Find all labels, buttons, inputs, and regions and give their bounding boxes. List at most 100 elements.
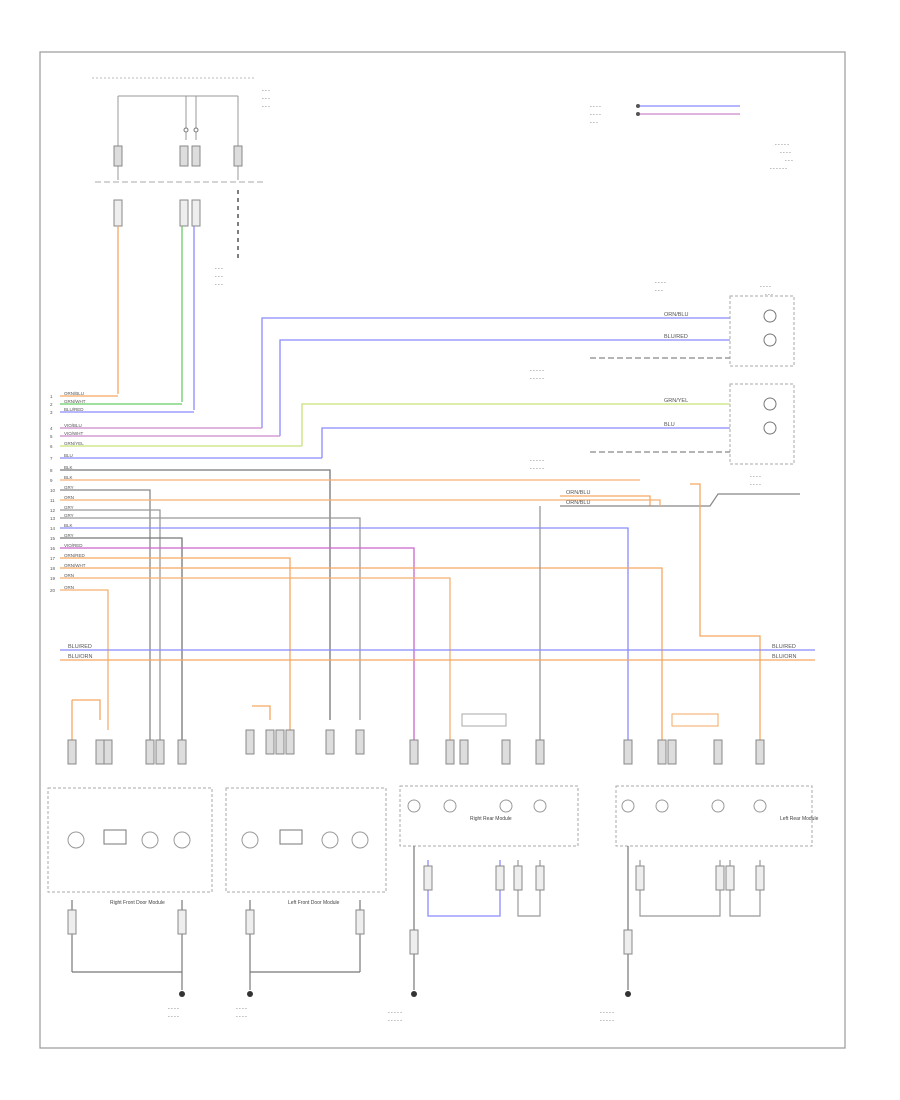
diagram-border xyxy=(39,51,846,1049)
harness-labels: 1 ORN/BLU 2 GRN/WHT 3 BLU/RED 4 VIO/BLU 5 VIO/WHT… xyxy=(50,391,86,593)
harness-pin-number: 18 xyxy=(50,566,56,571)
svg-text:- - -: - - - xyxy=(262,88,270,94)
svg-text:- - - - -: - - - - - xyxy=(388,1010,402,1016)
harness-pin-number: 14 xyxy=(50,526,56,531)
svg-text:- - - - -: - - - - - xyxy=(530,376,544,382)
svg-text:- - - - -: - - - - - xyxy=(388,1018,402,1024)
harness-wire-code: GRY xyxy=(64,513,74,518)
harness-wire-code: BLU/RED xyxy=(64,407,84,412)
module-left-front-label: Left Front Door Module xyxy=(288,900,340,906)
harness-wire-code: ORN/RED xyxy=(64,553,86,558)
svg-text:- - -: - - - xyxy=(215,274,223,280)
harness-wire-code: ORN xyxy=(64,585,74,590)
svg-text:- - - -: - - - - xyxy=(750,474,761,480)
module-right-rear-label: Right Rear Module xyxy=(470,816,512,822)
svg-text:- - - - - -: - - - - - - xyxy=(770,166,787,172)
ground-labels: - - - - - - - - - - - - - - - - - - - - … xyxy=(168,1006,614,1024)
harness-wire-code: GRY xyxy=(64,533,74,538)
svg-text:- - - -: - - - - xyxy=(760,284,771,290)
right-wire-label-4: GRN/YEL xyxy=(664,398,688,404)
harness-pin-number: 10 xyxy=(50,488,56,493)
svg-text:- - - - -: - - - - - xyxy=(775,142,789,148)
bus-labels: BLU/RED BLU/ORN BLU/RED BLU/ORN xyxy=(68,644,796,660)
svg-text:- - - -: - - - - xyxy=(168,1006,179,1012)
right-connector-block: - - - - - - - - - - - - - - - - - - - - … xyxy=(530,280,795,488)
right-wire-label-1: ORN/BLU xyxy=(664,312,688,318)
svg-text:- - - - -: - - - - - xyxy=(530,368,544,374)
harness-pin-number: 3 xyxy=(50,410,53,415)
bus-label-2: BLU/ORN xyxy=(68,654,92,660)
harness-wire-code: VIO/WHT xyxy=(64,431,83,436)
svg-text:- - - -: - - - - xyxy=(590,104,601,110)
harness-pin-number: 15 xyxy=(50,536,56,541)
harness-pin-number: 1 xyxy=(50,394,53,399)
svg-text:- - - -: - - - - xyxy=(750,482,761,488)
harness-wire-code: VIO/BLU xyxy=(64,423,82,428)
svg-text:- - - -: - - - - xyxy=(590,112,601,118)
module-right-front-label: Right Front Door Module xyxy=(110,900,165,906)
right-side-wires xyxy=(261,317,800,507)
top-fuse-block: - - - - - - - - - - - - - - - - - - xyxy=(92,77,270,288)
legend: - - - - - - - - - - - - - - - - - - - - … xyxy=(590,104,793,172)
harness-wire-code: ORN/WHT xyxy=(64,563,86,568)
svg-text:- - - -: - - - - xyxy=(236,1006,247,1012)
svg-text:- - - -: - - - - xyxy=(168,1014,179,1020)
harness-wire-code: GRY xyxy=(64,505,74,510)
svg-text:- - - -: - - - - xyxy=(236,1014,247,1020)
svg-text:- - - - -: - - - - - xyxy=(600,1018,614,1024)
harness-pin-number: 5 xyxy=(50,434,53,439)
svg-text:- - - - -: - - - - - xyxy=(530,458,544,464)
svg-text:- - -: - - - xyxy=(765,292,773,298)
harness-wire-code: BLU xyxy=(64,453,73,458)
svg-text:- - -: - - - xyxy=(262,104,270,110)
harness-pin-number: 12 xyxy=(50,508,56,513)
harness-wire-code: BLK xyxy=(64,465,73,470)
right-wire-label-8: ORN/BLU xyxy=(566,500,590,506)
harness-pin-number: 19 xyxy=(50,576,56,581)
right-wire-labels: ORN/BLU BLU/RED GRN/YEL BLU ORN/BLU ORN/… xyxy=(566,312,688,506)
harness-pin-number: 20 xyxy=(50,588,56,593)
right-wire-label-5: BLU xyxy=(664,422,675,428)
harness-wire-code: ORN xyxy=(64,495,74,500)
right-wire-label-7: ORN/BLU xyxy=(566,490,590,496)
harness-pin-number: 6 xyxy=(50,444,53,449)
harness-pin-number: 17 xyxy=(50,556,56,561)
harness-pin-number: 11 xyxy=(50,498,55,503)
harness-wire-code: GRN/WHT xyxy=(64,399,86,404)
harness-pin-number: 8 xyxy=(50,468,53,473)
svg-text:- - - -: - - - - xyxy=(655,280,666,286)
harness-bundle xyxy=(60,226,815,760)
svg-text:- - - - -: - - - - - xyxy=(530,466,544,472)
harness-wire-code: ORN xyxy=(64,573,74,578)
harness-pin-number: 4 xyxy=(50,426,53,431)
harness-wire-code: BLK xyxy=(64,475,73,480)
svg-text:- - - - -: - - - - - xyxy=(600,1010,614,1016)
right-wire-label-2: BLU/RED xyxy=(664,334,688,340)
harness-pin-number: 2 xyxy=(50,402,53,407)
svg-text:- - -: - - - xyxy=(655,288,663,294)
svg-text:- - -: - - - xyxy=(215,266,223,272)
harness-pin-number: 9 xyxy=(50,478,53,483)
svg-text:- - -: - - - xyxy=(785,158,793,164)
svg-text:- - -: - - - xyxy=(590,120,598,126)
svg-text:- - -: - - - xyxy=(215,282,223,288)
harness-wire-code: GRN/YEL xyxy=(64,441,84,446)
harness-wire-code: VIO/RED xyxy=(64,543,83,548)
module-left-front: Left Front Door Module xyxy=(225,705,387,997)
module-left-rear-label: Left Rear Module xyxy=(780,816,819,822)
harness-pin-number: 7 xyxy=(50,456,53,461)
bus-label-right-1: BLU/RED xyxy=(772,644,796,650)
bus-label-right-2: BLU/ORN xyxy=(772,654,796,660)
harness-wire-code: ORN/BLU xyxy=(64,391,84,396)
harness-wire-code: GRY xyxy=(64,485,74,490)
svg-text:- - -: - - - xyxy=(262,96,270,102)
module-right-front: Right Front Door Module xyxy=(47,699,213,997)
module-left-rear: Left Rear Module xyxy=(615,713,819,997)
harness-wire-code: BLK xyxy=(64,523,73,528)
harness-pin-number: 13 xyxy=(50,516,56,521)
svg-text:- - - -: - - - - xyxy=(780,150,791,156)
harness-pin-number: 16 xyxy=(50,546,56,551)
bus-label-1: BLU/RED xyxy=(68,644,92,650)
module-right-rear: Right Rear Module xyxy=(399,713,579,997)
